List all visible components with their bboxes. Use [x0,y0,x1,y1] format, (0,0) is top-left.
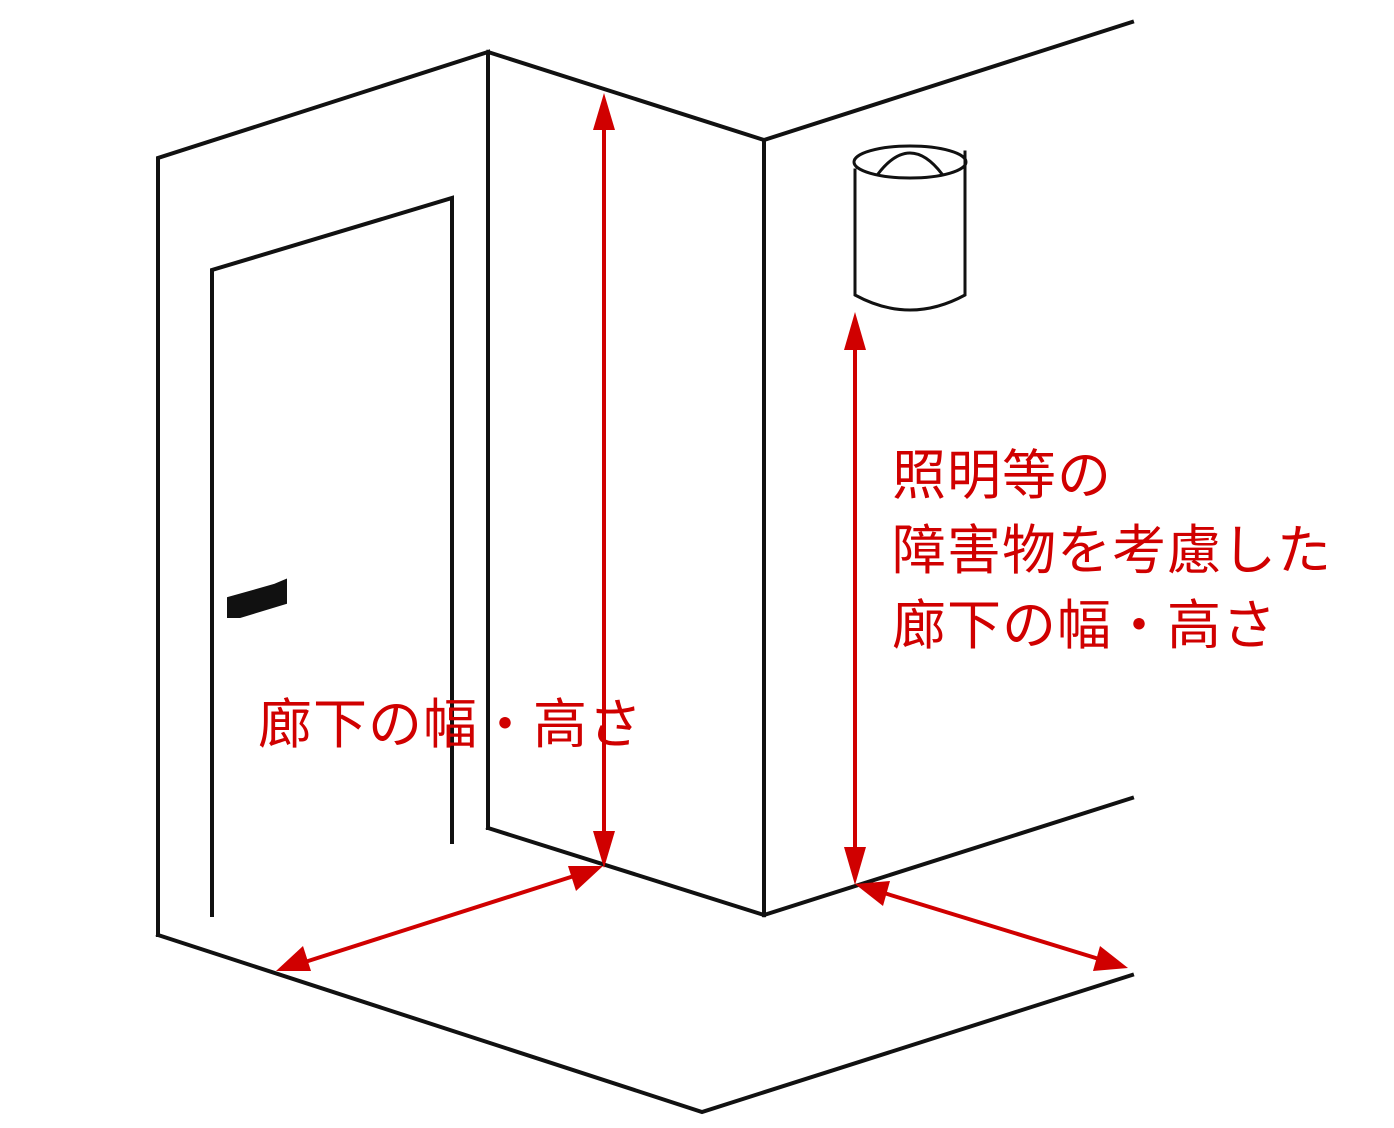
right-wall-floor-edge [761,795,1135,918]
door-handle-icon [227,578,287,618]
corridor-dimension-label: 廊下の幅・高さ [258,688,643,761]
obstacle-width-arrow [855,881,1128,971]
floor-outline [155,932,1135,1115]
right-wall-top-edge [761,19,1135,143]
wall-lamp-icon [852,144,968,312]
left-wall-outline [156,49,490,937]
back-wall-floor-edge [485,825,767,918]
corridor-width-arrow [276,866,603,971]
obstacle-height-arrow [844,312,866,885]
obstacle-note-line-1: 照明等の [892,444,1112,507]
corridor-dimension-text: 廊下の幅・高さ [258,693,643,756]
door-frame [210,195,454,917]
corridor-height-arrow [593,93,615,868]
left-wall-top-edge [485,49,767,143]
obstacle-note-line-3: 廊下の幅・高さ [892,594,1277,658]
obstacle-note-label: 照明等の 障害物を考慮した 廊下の幅・高さ [892,438,1332,663]
obstacle-note-line-2: 障害物を考慮した [892,519,1332,583]
